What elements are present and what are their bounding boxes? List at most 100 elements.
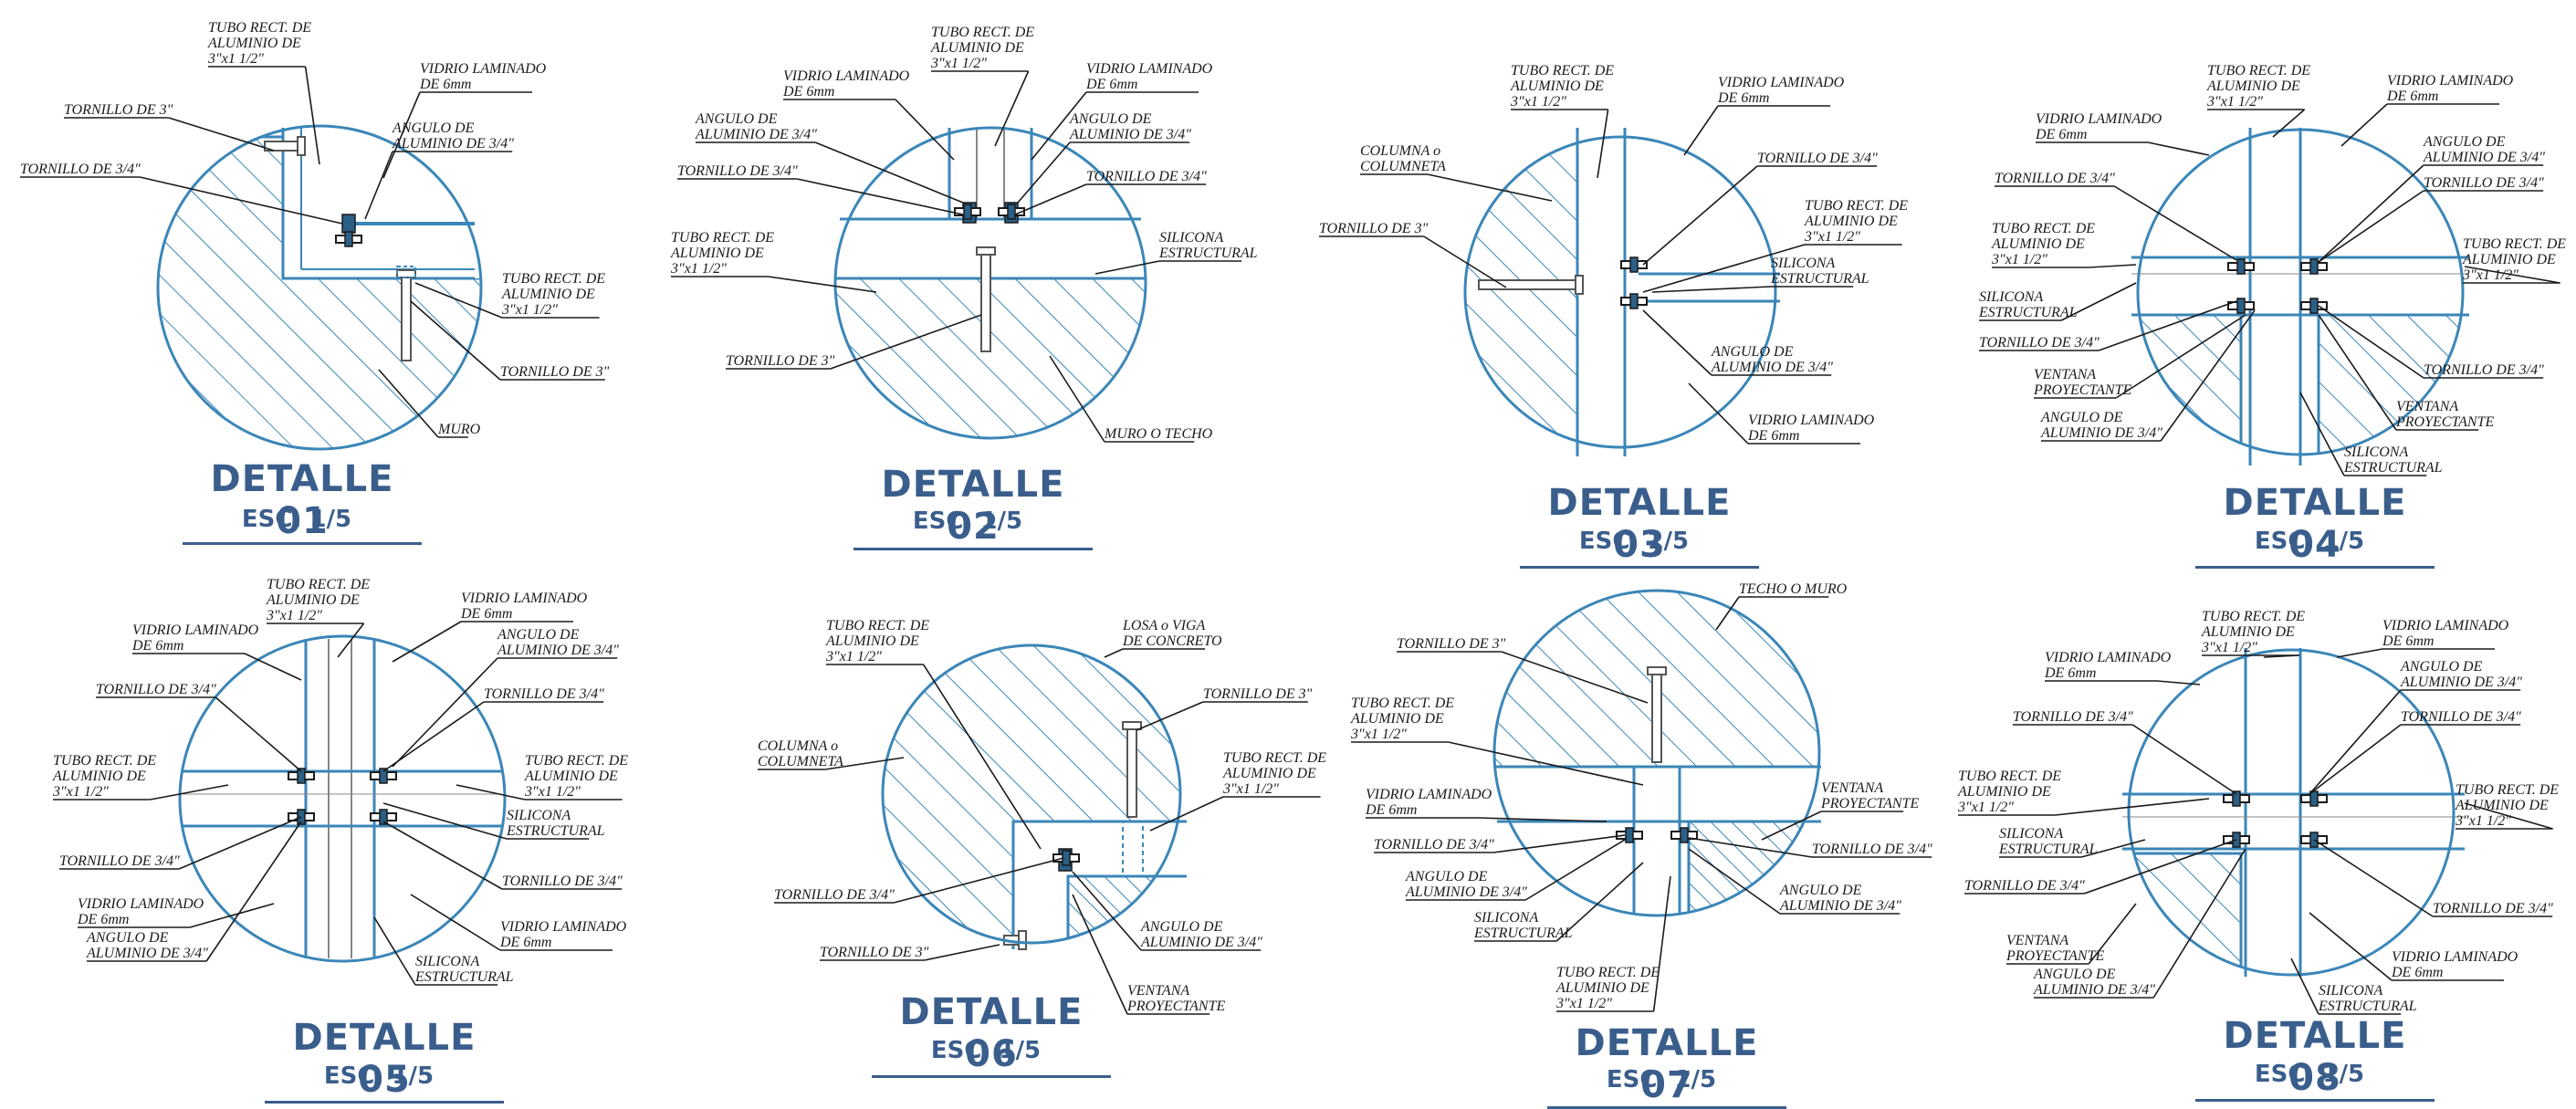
leader-line	[1597, 109, 1609, 179]
d3-screw	[1478, 279, 1580, 290]
callout-line: ESTRUCTURAL	[506, 823, 605, 839]
callout-line: TUBO RECT. DE	[2207, 63, 2310, 78]
d8-bolt-tl	[2223, 790, 2250, 807]
callout-line: DE 6mm	[2386, 89, 2438, 104]
callout-line: DE 6mm	[782, 84, 834, 99]
leader-line	[150, 784, 229, 800]
bolt-head	[379, 809, 388, 825]
callout-line: 3"x1 1/2"	[2455, 813, 2511, 829]
leader-line	[797, 178, 964, 215]
callout-d8-5: TORNILLO DE 3/4"	[2309, 709, 2521, 795]
bolt-head	[2309, 258, 2319, 275]
callout-line: 3"x1 1/2"	[207, 51, 264, 67]
callout-text: TORNILLO DE 3/4"	[1812, 842, 1932, 857]
detail-07-scale: ESC. 1/5	[1606, 1066, 1717, 1093]
leader-line	[994, 70, 1030, 147]
leader-line	[1104, 648, 1124, 658]
callout-line: 3"x1 1/2"	[266, 608, 322, 623]
callout-line: TORNILLO DE 3"	[500, 364, 610, 380]
callout-text: MURO	[437, 422, 481, 437]
callout-line: PROYECTANTE	[2005, 948, 2105, 964]
callout-line: TORNILLO DE 3/4"	[1964, 878, 2085, 894]
callout-line: ANGULO DE	[2423, 134, 2506, 150]
leader-line	[410, 300, 501, 381]
detail-08-scale: ESC. 1/5	[2254, 1061, 2365, 1088]
leader-line	[2083, 839, 2237, 895]
callout-d3-3: TORNILLO DE 3/4"	[1642, 151, 1878, 266]
callout-line: TORNILLO DE 3"	[1203, 686, 1313, 702]
leader-line	[2080, 839, 2146, 858]
callout-line: VENTANA	[1127, 983, 1189, 999]
callout-line: TORNILLO DE 3/4"	[2013, 709, 2133, 725]
d7-screw	[1651, 670, 1662, 763]
d3-bolt-top	[1620, 256, 1648, 273]
callout-d6-2: TORNILLO DE 3"	[1136, 686, 1313, 731]
bolt-head	[2232, 790, 2241, 807]
callout-line: TECHO O MURO	[1739, 581, 1848, 597]
callout-line: DE 6mm	[1085, 77, 1137, 92]
callout-line: TORNILLO DE 3/4"	[1374, 837, 1494, 853]
leader-line	[1652, 875, 1671, 1012]
callout-text: TORNILLO DE 3/4"	[1374, 837, 1494, 853]
callout-line: PROYECTANTE	[1820, 796, 1920, 811]
callout-line: ALUMINIO DE 3/4"	[1779, 898, 1901, 914]
bolt-head	[1625, 827, 1634, 843]
callout-d1-2: TORNILLO DE 3"	[64, 102, 275, 152]
leader-line	[1017, 141, 1071, 204]
callout-line: ANGULO DE	[497, 627, 580, 643]
callout-line: ALUMINIO DE 3/4"	[2040, 425, 2162, 441]
callout-line: ALUMINIO DE	[1555, 980, 1649, 996]
callout-text: TORNILLO DE 3/4"	[2424, 362, 2544, 378]
leader-line	[1072, 894, 1128, 1015]
callout-line: TUBO RECT. DE	[525, 753, 628, 769]
callout-text: TORNILLO DE 3"	[1319, 221, 1429, 236]
detail-drawings	[156, 124, 2469, 977]
d5-bolt-tr	[370, 768, 397, 784]
callout-line: TUBO RECT. DE	[53, 753, 156, 769]
callout-text: TORNILLO DE 3/4"	[96, 682, 216, 697]
leader-line	[1688, 837, 1813, 858]
callout-line: TORNILLO DE 3/4"	[2424, 175, 2544, 191]
callout-line: ESTRUCTURAL	[1158, 246, 1258, 261]
callout-line: ALUMINIO DE	[1991, 236, 2085, 252]
bolt-head	[2236, 258, 2246, 275]
d3-bolt-bot	[1620, 293, 1648, 309]
leader-line	[1555, 862, 1644, 942]
detail-02-title: DETALLE 02	[853, 464, 1093, 550]
callout-line: DE 6mm	[419, 77, 471, 92]
callout-line: ALUMINIO DE	[501, 287, 595, 302]
bolt-head	[2236, 298, 2246, 314]
d6-dashed	[1122, 821, 1144, 877]
callout-line: ANGULO DE	[1405, 869, 1488, 884]
callout-line: SILICONA	[2319, 983, 2382, 999]
bolt-head	[2309, 790, 2319, 807]
callout-d5-10: TORNILLO DE 3/4"	[382, 821, 623, 890]
